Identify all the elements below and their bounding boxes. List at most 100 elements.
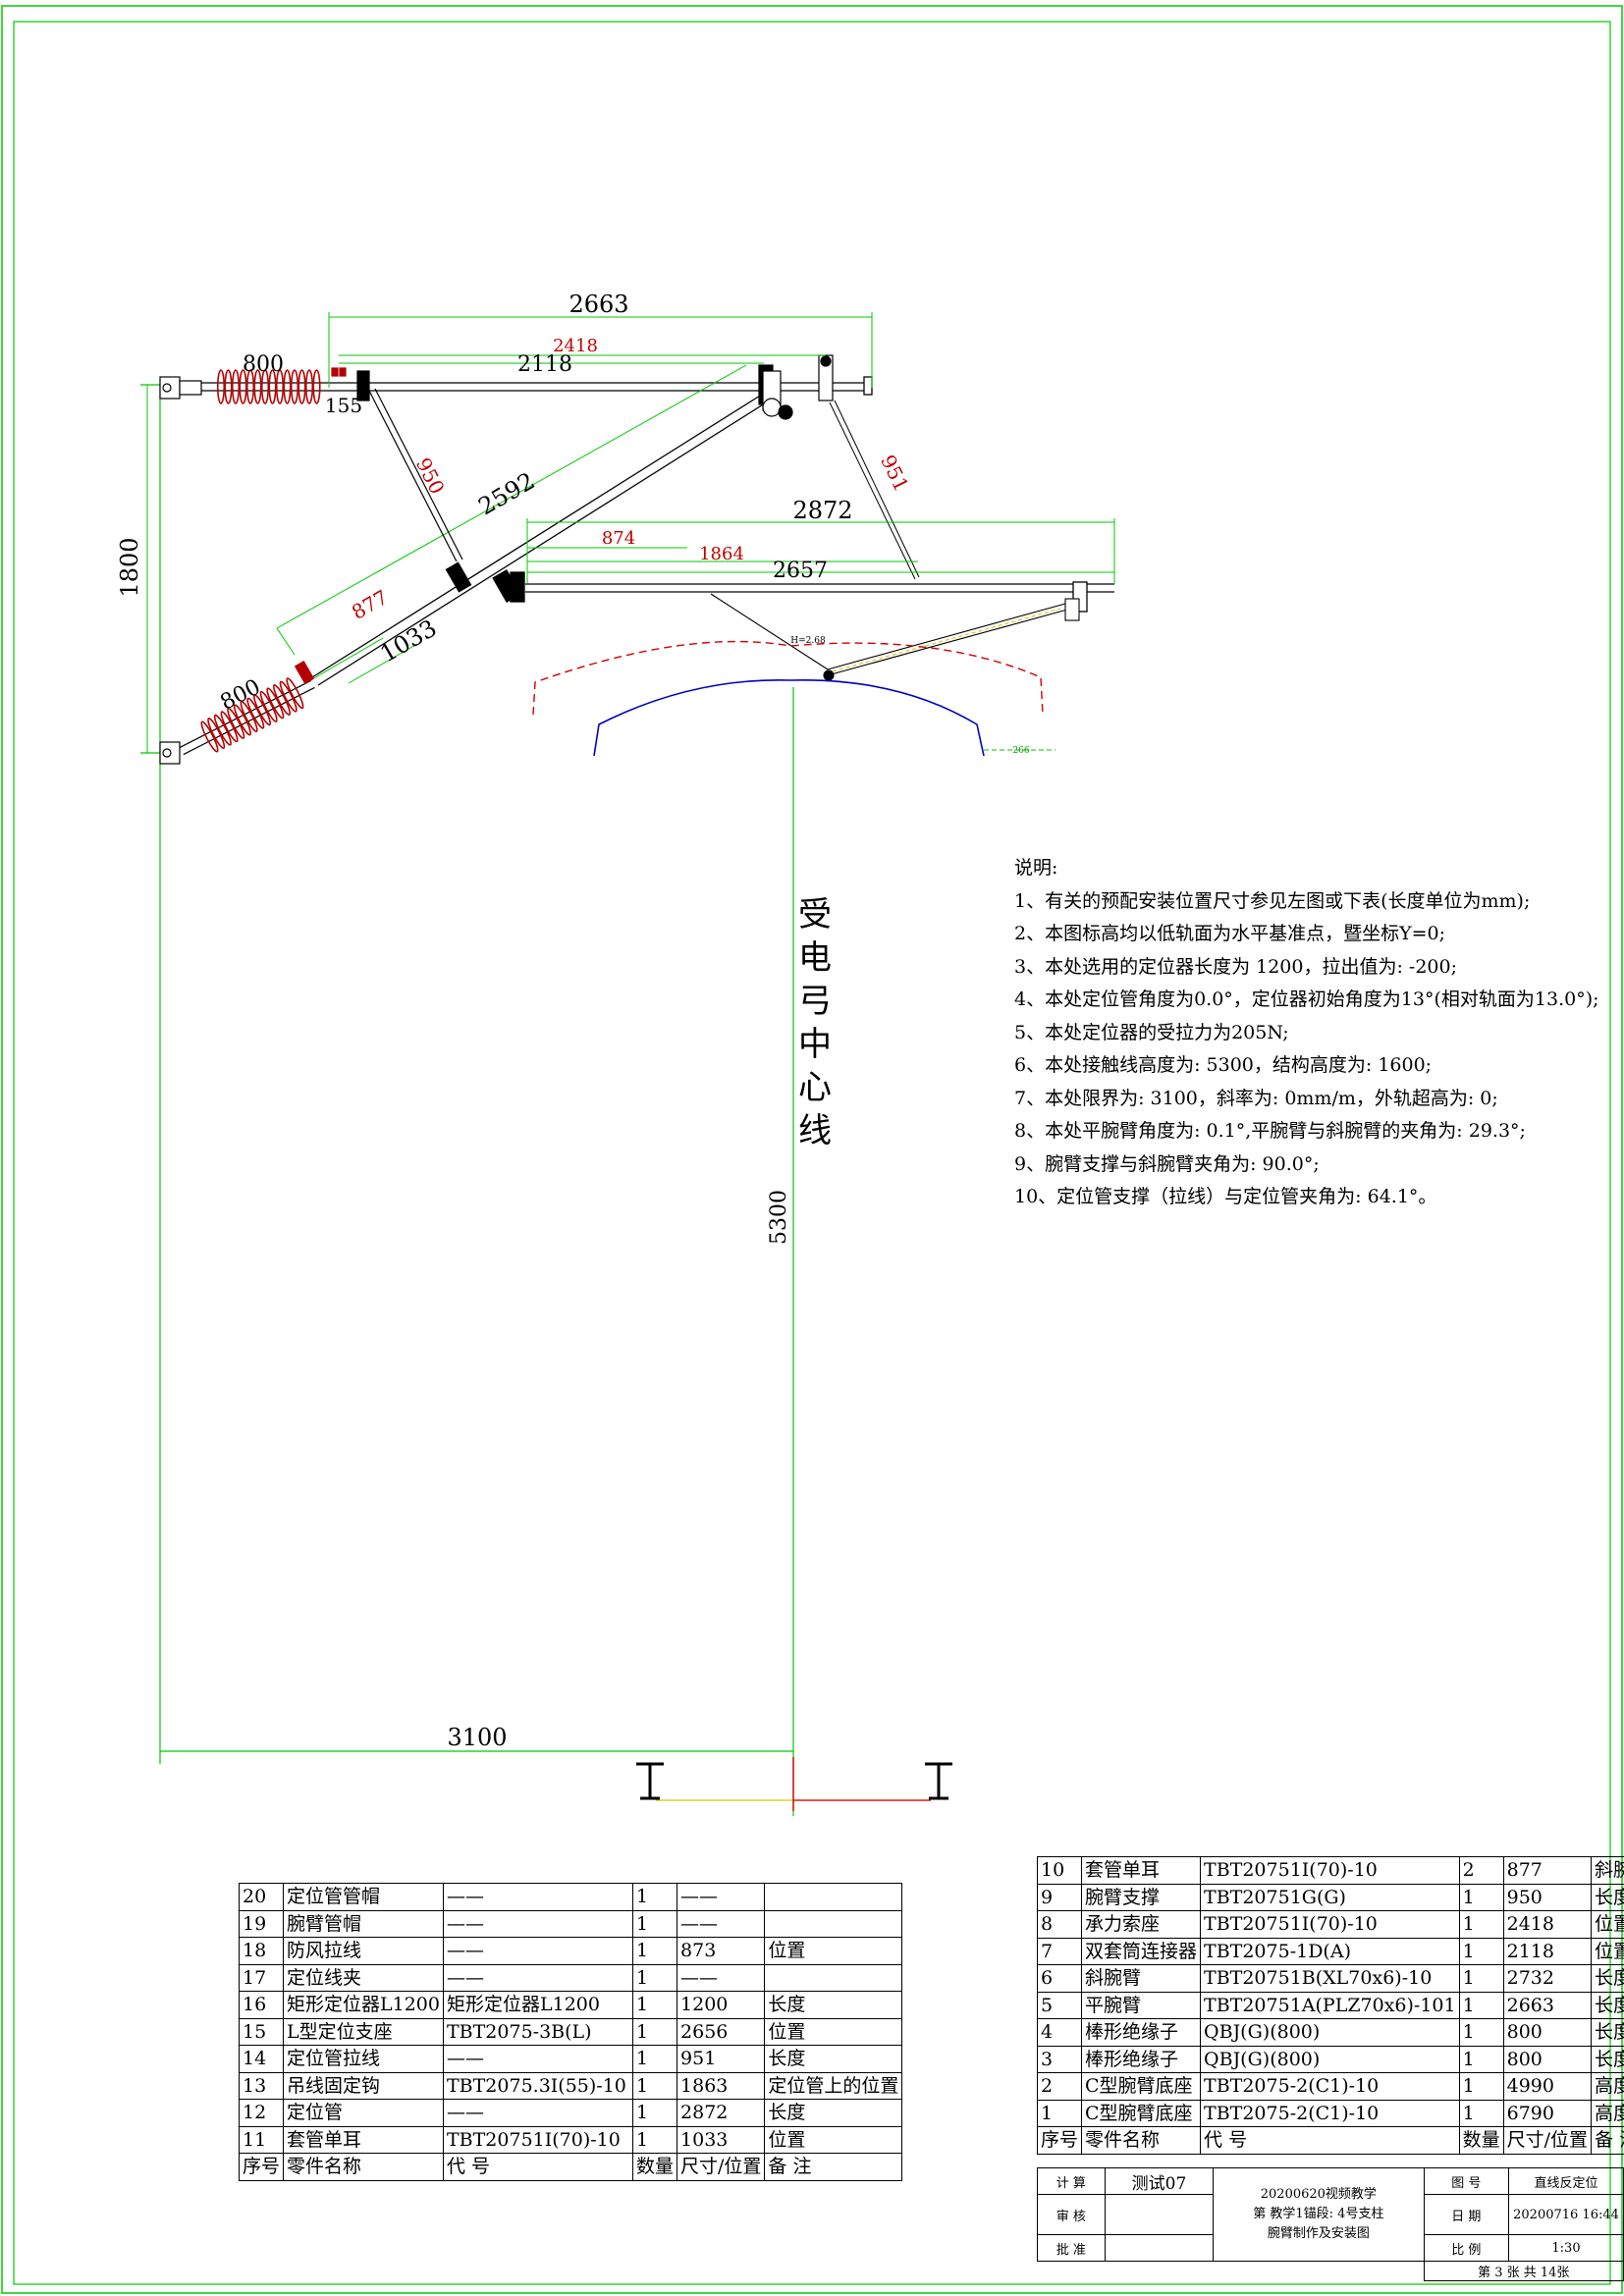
table-cell: QBJ(G)(800) <box>1200 2018 1460 2047</box>
table-cell: 尺寸/位置 <box>1502 2126 1593 2155</box>
project-line-2: 第 教学1锚段: 4号支柱 <box>1253 2207 1384 2221</box>
insulator-rib <box>272 683 292 717</box>
insulator-rib <box>286 677 304 710</box>
dim-877-label: 877 <box>348 585 392 624</box>
insulator-rib <box>266 687 285 720</box>
table-cell: —— <box>443 2099 633 2127</box>
insulator-rib <box>224 369 233 404</box>
table-cell: 877 <box>1502 1856 1593 1885</box>
drawing-no-value: 直线反定位 <box>1508 2167 1624 2195</box>
table-cell: 800 <box>1502 2045 1593 2073</box>
table-cell: TBT20751B(XL70x6)-10 <box>1200 1964 1460 1993</box>
table-cell: TBT2075.3I(55)-10 <box>443 2071 633 2100</box>
table-cell <box>764 1883 903 1911</box>
table-cell: 1 <box>631 2017 678 2046</box>
insulator-rib <box>268 369 277 404</box>
dim-lines-tube <box>526 518 1115 584</box>
table-cell: 951 <box>677 2045 766 2073</box>
dim-951-label: 951 <box>876 452 913 496</box>
table-cell: 2732 <box>1502 1964 1593 1993</box>
table-cell: 6 <box>1036 1964 1083 1993</box>
table-cell: 2656 <box>677 2017 766 2046</box>
dim-2418-label: 2418 <box>553 336 598 356</box>
table-cell: C型腕臂底座 <box>1081 2072 1202 2101</box>
insulator-rib <box>233 704 251 736</box>
insulator-rib <box>312 369 321 404</box>
insulator-rib <box>253 369 262 404</box>
table-cell: 2872 <box>677 2099 766 2127</box>
table-cell: 零件名称 <box>1081 2126 1202 2155</box>
table-cell: 矩形定位器L1200 <box>283 1991 444 2019</box>
table-cell: 1 <box>1458 1937 1504 1965</box>
upper-bracket <box>159 376 202 400</box>
insulator-rib <box>252 694 272 726</box>
review-label: 审 核 <box>1037 2194 1106 2235</box>
table-cell: 斜腕臂 <box>1081 1964 1202 1993</box>
note-item: 10、定位管支撑（拉线）与定位管夹角为: 64.1°。 <box>1014 1186 1437 1207</box>
dim-5300-label: 5300 <box>767 1190 791 1245</box>
right-rail-icon <box>925 1762 952 1800</box>
left-rail-icon <box>636 1762 664 1800</box>
centerline-label: 受 电 弓 中 心 线 <box>798 893 832 1152</box>
dim-1864-label: 1864 <box>699 544 744 564</box>
table-cell: 承力索座 <box>1081 1910 1202 1939</box>
table-cell: 2 <box>1036 2072 1083 2101</box>
insulator-rib <box>245 369 255 404</box>
calc-label: 计 算 <box>1037 2167 1106 2195</box>
insulator-rib <box>240 701 258 733</box>
table-cell: 长度 <box>1591 2018 1624 2047</box>
table-cell: 双套筒连接器 <box>1081 1937 1202 1965</box>
dim-800-top-label: 800 <box>243 352 284 377</box>
table-cell: 长度 <box>1591 1964 1624 1993</box>
centerline-char: 弓 <box>798 982 832 1021</box>
table-cell: 数量 <box>1458 2126 1504 2155</box>
table-cell: 1 <box>631 2045 678 2073</box>
table-cell: 定位管上的位置 <box>764 2071 903 2100</box>
table-cell: 位置 <box>764 2017 903 2046</box>
table-cell: 1200 <box>677 1991 766 2019</box>
registration-tube <box>510 571 1114 613</box>
table-cell: 备 注 <box>764 2153 903 2181</box>
table-cell: —— <box>443 2045 633 2073</box>
table-cell: 4990 <box>1502 2072 1593 2101</box>
dim-2657-label: 2657 <box>773 559 828 583</box>
table-cell: 位置 <box>1591 1910 1624 1939</box>
note-item: 2、本图标高均以低轨面为水平基准点，暨坐标Y=0; <box>1014 923 1446 944</box>
table-cell: 8 <box>1036 1910 1083 1939</box>
insulator-rib <box>213 714 232 746</box>
table-cell: 20 <box>238 1883 285 1911</box>
table-cell: 定位线夹 <box>283 1963 444 1992</box>
centerline-char: 心 <box>798 1068 832 1107</box>
table-cell: 16 <box>238 1991 285 2019</box>
table-cell: 1 <box>1036 2099 1083 2127</box>
table-cell: 矩形定位器L1200 <box>443 1991 633 2019</box>
table-cell: 14 <box>238 2045 285 2073</box>
rails <box>636 1757 952 1811</box>
insulator-rib <box>200 721 219 753</box>
cantilever-support <box>368 388 463 562</box>
table-cell: 3 <box>1036 2045 1083 2073</box>
steady-arm <box>710 593 1080 681</box>
table-cell: —— <box>443 1937 633 1965</box>
dim-2872-label: 2872 <box>792 497 852 524</box>
table-cell: 代 号 <box>1200 2126 1460 2155</box>
table-cell: 备 注 <box>1591 2126 1624 2155</box>
insulator-rib <box>216 369 226 404</box>
centerline-char: 中 <box>798 1025 832 1064</box>
table-cell: 873 <box>677 1937 766 1965</box>
table-cell: TBT20751I(70)-10 <box>1200 1910 1460 1939</box>
table-cell: 2663 <box>1502 1991 1593 2019</box>
table-cell: C型腕臂底座 <box>1081 2099 1202 2127</box>
pantograph-blue-envelope <box>593 679 985 757</box>
table-cell: 定位管 <box>283 2099 444 2127</box>
table-cell: 位置 <box>1591 1937 1624 1965</box>
centerline-char: 线 <box>798 1111 832 1150</box>
diagonal-fittings <box>294 370 793 684</box>
table-cell: 零件名称 <box>283 2153 444 2181</box>
